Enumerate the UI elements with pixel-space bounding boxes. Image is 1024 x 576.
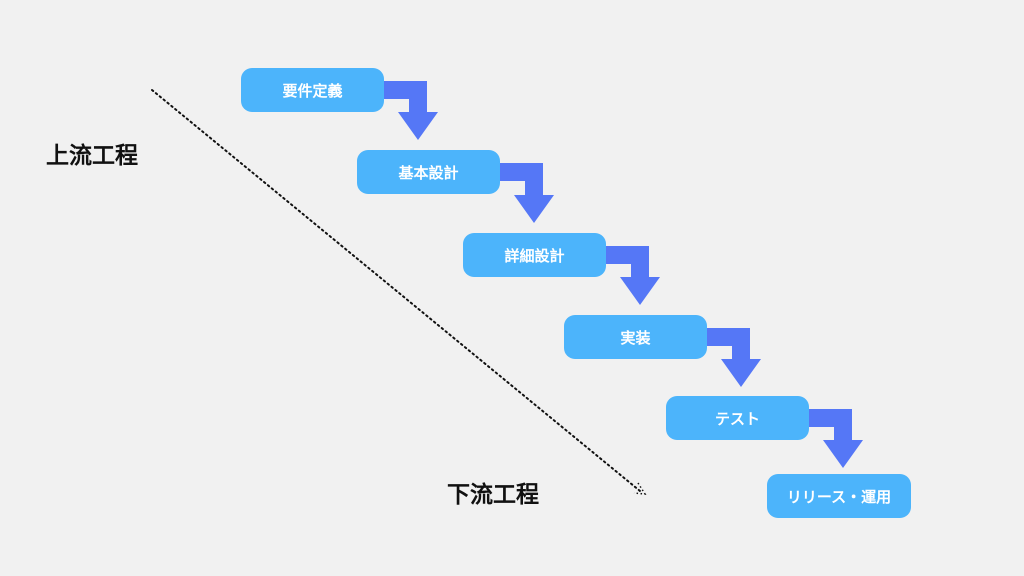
connector-arrow-3 xyxy=(605,246,660,305)
step-implementation: 実装 xyxy=(564,315,707,359)
connector-arrow-5 xyxy=(808,409,863,468)
downstream-label: 下流工程 xyxy=(447,482,539,508)
step-detailed-design: 詳細設計 xyxy=(463,233,606,277)
step-basic-design: 基本設計 xyxy=(357,150,500,194)
connector-arrow-1 xyxy=(383,81,438,140)
upstream-label: 上流工程 xyxy=(46,143,138,169)
step-release-operation: リリース・運用 xyxy=(767,474,911,518)
step-testing: テスト xyxy=(666,396,809,440)
dotted-arrowhead-icon xyxy=(633,482,647,495)
dotted-diagonal-line xyxy=(151,89,641,492)
connector-arrow-2 xyxy=(499,163,554,223)
step-requirements: 要件定義 xyxy=(241,68,384,112)
connector-arrow-4 xyxy=(706,328,761,387)
